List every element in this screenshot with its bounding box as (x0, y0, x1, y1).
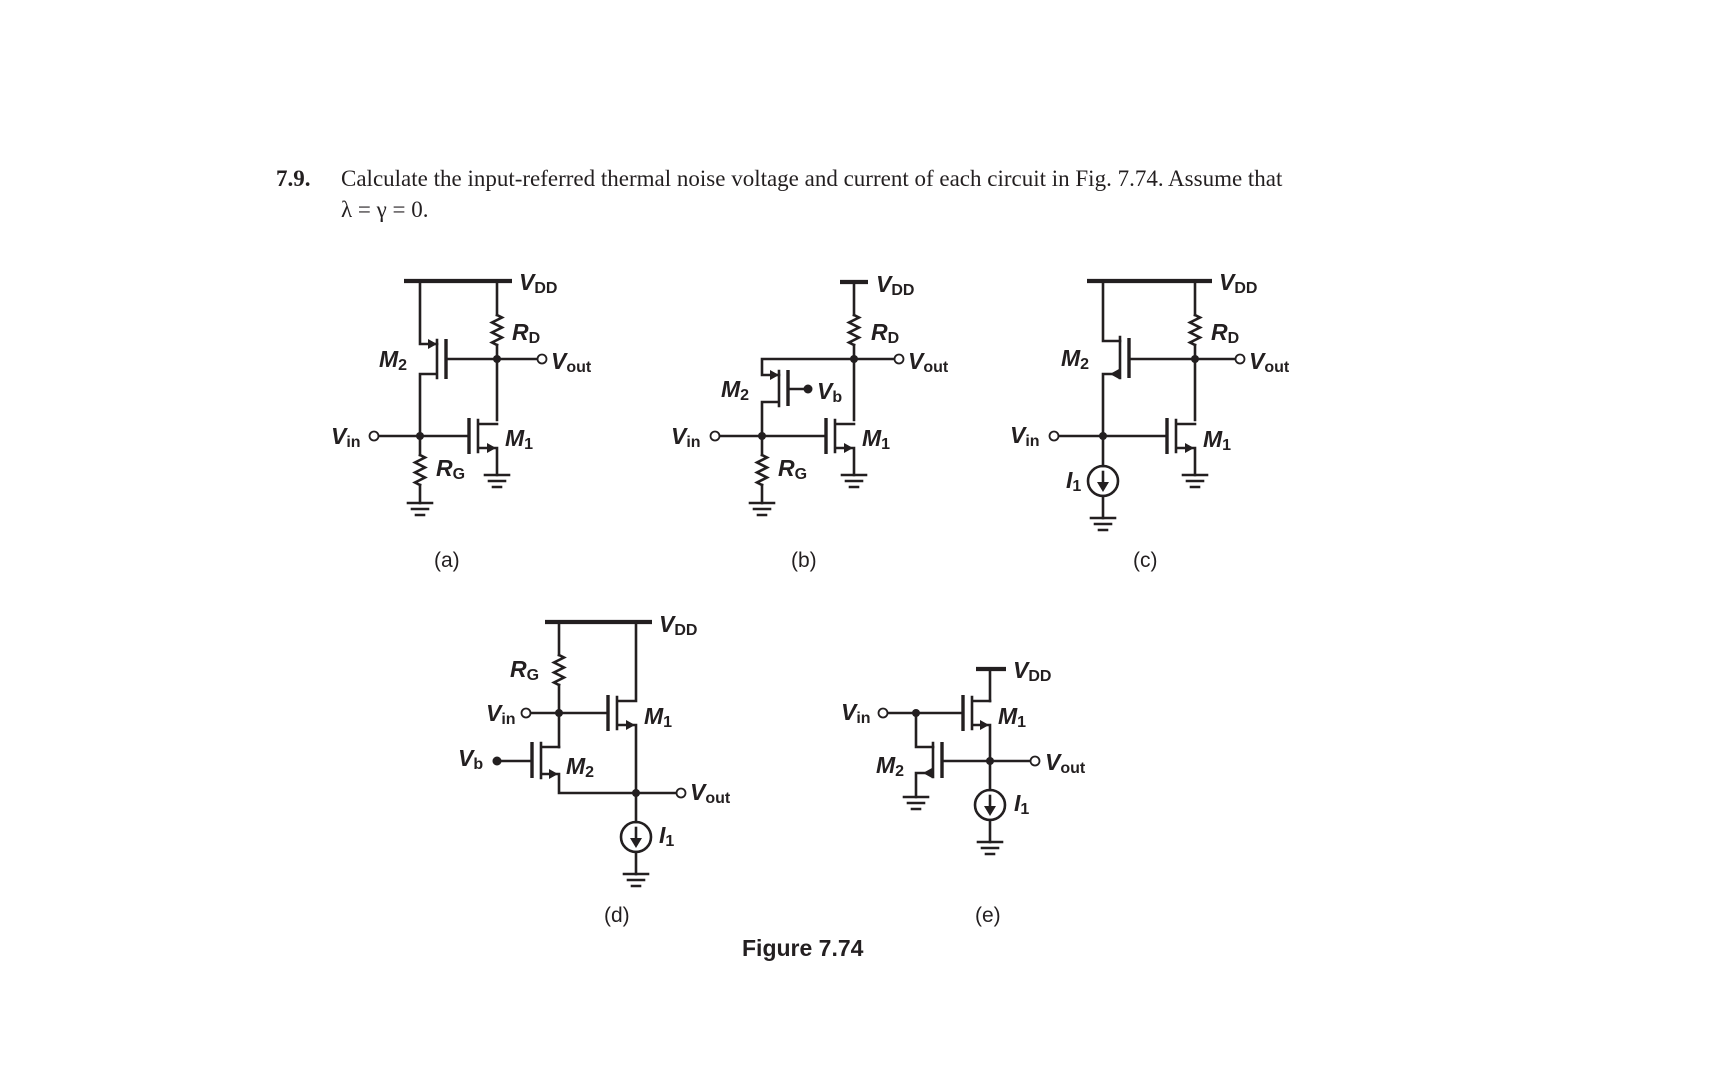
ground-rg (406, 501, 434, 517)
problem-number: 7.9. (276, 166, 311, 191)
caption-d: (d) (604, 904, 630, 927)
problem-text-block: Calculate the input-referred thermal noi… (341, 163, 1390, 225)
caption-e: (e) (975, 904, 1001, 927)
i1-label: I1 (1066, 467, 1081, 495)
m2-label: M2 (1061, 345, 1089, 373)
vout-port (1234, 353, 1246, 365)
vdd-label: VDD (1219, 269, 1257, 297)
ground-m1 (483, 473, 511, 489)
caption-b: (b) (791, 549, 817, 572)
ground-m1 (1181, 473, 1209, 489)
m1-label: M1 (862, 425, 890, 453)
resistor-rd (1187, 313, 1203, 347)
vout-port (893, 353, 905, 365)
m2-label: M2 (876, 752, 904, 780)
vin-label: Vin (331, 423, 361, 451)
ground-i1 (622, 872, 650, 888)
i1-label: I1 (659, 822, 674, 850)
vout-port (675, 787, 687, 799)
vin-port (368, 430, 380, 442)
vout-label: Vout (690, 779, 731, 807)
vout-label: Vout (1249, 348, 1290, 376)
m1-label: M1 (505, 425, 533, 453)
rg-label: RG (510, 656, 539, 684)
vin-port (877, 707, 889, 719)
rd-label: RD (871, 319, 899, 347)
m2-label: M2 (379, 346, 407, 374)
m2-label: M2 (721, 376, 749, 404)
i1-label: I1 (1014, 790, 1029, 818)
vb-label: Vb (458, 745, 483, 773)
vdd-label: VDD (876, 271, 914, 299)
circuit-e: VDD Vin M1 M2 Vout I1 (e) (841, 657, 1086, 927)
ground-rg (748, 501, 776, 517)
vin-label: Vin (1010, 422, 1040, 450)
rg-label: RG (778, 455, 807, 483)
vout-label: Vout (908, 348, 949, 376)
resistor-rg (551, 653, 567, 687)
figure-caption: Figure 7.74 (742, 935, 864, 961)
vin-port (1048, 430, 1060, 442)
vin-port (520, 707, 532, 719)
m1-label: M1 (998, 703, 1026, 731)
m2-label: M2 (566, 753, 594, 781)
m1-label: M1 (1203, 426, 1231, 454)
circuit-a: VDD RD Vout M2 Vin M1 RG (a) (331, 269, 592, 572)
rg-label: RG (436, 455, 465, 483)
resistor-rd (489, 313, 505, 347)
vin-port (709, 430, 721, 442)
ground-i1 (1089, 516, 1117, 532)
vdd-label: VDD (1013, 657, 1051, 685)
resistor-rg (412, 453, 428, 487)
resistor-rg (754, 453, 770, 487)
vdd-label: VDD (519, 269, 557, 297)
problem-statement: 7.9. Calculate the input-referred therma… (276, 163, 1390, 225)
vb-label: Vb (817, 378, 842, 406)
problem-equation: λ = γ = 0. (341, 197, 429, 222)
caption-a: (a) (434, 549, 460, 572)
vdd-label: VDD (659, 611, 697, 639)
vout-port (1029, 755, 1041, 767)
ground-m1 (840, 473, 868, 489)
circuit-c: VDD RD Vout M2 Vin M1 I1 (c) (1010, 269, 1290, 572)
vout-port (536, 353, 548, 365)
circuit-b: VDD RD Vout Vb M2 Vin M1 RG (b) (671, 271, 949, 572)
vin-label: Vin (671, 423, 701, 451)
vin-label: Vin (486, 700, 516, 728)
rd-label: RD (1211, 319, 1239, 347)
circuit-d: VDD RG Vin M1 Vb M2 Vout I1 (458, 611, 731, 927)
vout-label: Vout (1045, 749, 1086, 777)
m1-label: M1 (644, 703, 672, 731)
rd-label: RD (512, 319, 540, 347)
vb-node (803, 384, 813, 394)
resistor-rd (846, 313, 862, 347)
vin-label: Vin (841, 699, 871, 727)
caption-c: (c) (1133, 549, 1158, 572)
problem-text: Calculate the input-referred thermal noi… (341, 166, 1283, 191)
ground-i1 (976, 840, 1004, 856)
vb-node (492, 756, 502, 766)
vout-label: Vout (551, 348, 592, 376)
ground-m2 (902, 795, 930, 811)
